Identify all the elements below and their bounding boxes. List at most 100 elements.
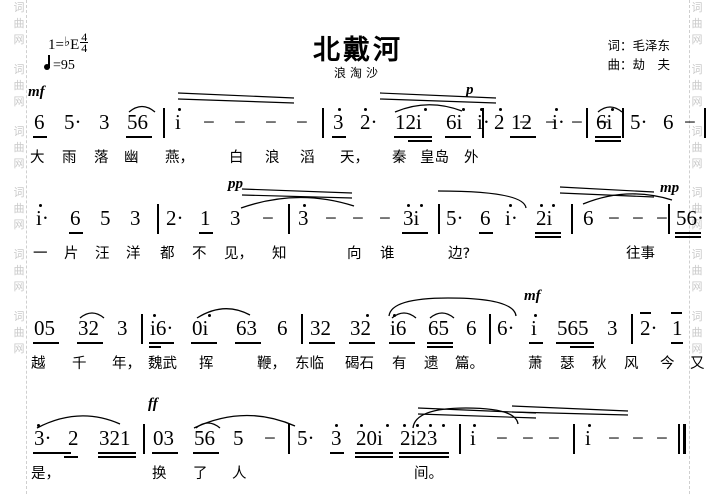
beam [33, 342, 59, 344]
lyric-syllable: 风 [624, 356, 639, 372]
watermark-char: 词 [13, 124, 25, 138]
lyric-syllable: 遗 [424, 356, 439, 372]
watermark-char: 曲 [13, 16, 25, 30]
dynamic-mf: mf [28, 84, 45, 100]
sustain-dash: − [608, 426, 620, 450]
barline [288, 204, 290, 234]
barline [141, 314, 143, 344]
lyric-syllable: 篇。 [455, 356, 484, 372]
note: i [585, 426, 591, 450]
lyric-syllable: 换 [152, 466, 167, 482]
final-barline [678, 424, 688, 454]
slur [128, 105, 156, 113]
watermark-char: 曲 [13, 264, 25, 278]
watermark-char: 网 [691, 156, 703, 170]
octave-dot [366, 314, 369, 317]
watermark-char: 词 [691, 310, 703, 324]
barline [482, 108, 484, 138]
barline [322, 108, 324, 138]
lyric-syllable: 鞭， [257, 356, 286, 372]
tempo-marking: =95 [44, 55, 75, 74]
lyric-syllable: 幽 [124, 150, 139, 166]
lyric-syllable: 是， [31, 466, 60, 482]
music-system-1-tail: i· 12 i· 6i 5· 6 − [0, 72, 716, 180]
beam [408, 140, 432, 142]
lyric-syllable: 落 [94, 150, 109, 166]
sustain-dash: − [203, 110, 215, 134]
note: 12 [511, 110, 532, 134]
beam [355, 452, 393, 454]
lyric-syllable: 间。 [414, 466, 443, 482]
note-row-3-tail [0, 312, 716, 352]
watermark-char: 词 [13, 1, 25, 14]
octave-dot [509, 204, 512, 207]
octave-dot [338, 108, 341, 111]
barline [573, 424, 575, 454]
octave-dot [208, 314, 211, 317]
note: 6 [663, 110, 674, 134]
beam [556, 342, 594, 344]
note: 3 [331, 426, 342, 450]
lyric-syllable: 不 [192, 246, 207, 262]
beam [675, 236, 701, 238]
sustain-dash: − [296, 110, 308, 134]
beam [479, 232, 493, 234]
slur [79, 312, 105, 319]
note: 5· [297, 426, 315, 450]
note: 6 [466, 316, 477, 340]
beam [64, 456, 78, 458]
note: 3 [298, 206, 309, 230]
watermark-char: 曲 [13, 140, 25, 154]
beam [330, 452, 344, 454]
watermark-block: 词曲网 [692, 309, 703, 357]
note: 3 [99, 110, 110, 134]
sustain-dash: − [548, 426, 560, 450]
watermark-char: 网 [13, 32, 25, 46]
slur [437, 190, 527, 209]
watermark-char: 词 [691, 186, 703, 200]
tenuto-bar [640, 312, 651, 314]
lyric-syllable: 千 [72, 356, 87, 372]
octave-dot [429, 424, 432, 427]
watermark-char: 曲 [691, 326, 703, 339]
lyric-syllable: 见， [224, 246, 253, 262]
sustain-dash: − [656, 426, 668, 450]
barline [163, 108, 165, 138]
sustain-dash: − [632, 426, 644, 450]
beam [389, 342, 415, 344]
octave-dot [540, 204, 543, 207]
beam [33, 452, 71, 454]
sustain-dash: − [522, 426, 534, 450]
note: 2 [494, 110, 505, 134]
sustain-dash: − [545, 110, 557, 134]
octave-dot [403, 424, 406, 427]
beam [394, 136, 432, 138]
barline [571, 204, 573, 234]
note: 6 [70, 206, 81, 230]
beam [98, 452, 136, 454]
lyric-syllable: 皇岛 [420, 150, 449, 166]
right-margin-divider [689, 0, 690, 494]
barline [586, 108, 588, 138]
lyric-syllable: 秦 [392, 150, 407, 166]
beam [445, 136, 471, 138]
watermark-char: 曲 [13, 78, 25, 92]
lyric-syllable: 年， [112, 356, 141, 372]
music-system-3-tail [0, 278, 716, 386]
octave-dot [407, 204, 410, 207]
beam [33, 136, 47, 138]
note: 321 [99, 426, 131, 450]
note: 2i [536, 206, 553, 230]
beam [595, 140, 621, 142]
sustain-dash: − [262, 206, 274, 230]
sustain-dash: − [234, 110, 246, 134]
note: 3 [230, 206, 241, 230]
sustain-dash: − [496, 426, 508, 450]
lyric-syllable: 瑟 [560, 356, 575, 372]
beam [510, 136, 536, 138]
watermark-char: 曲 [691, 16, 703, 30]
octave-dot [153, 314, 156, 317]
lyric-syllable: 天， [340, 150, 369, 166]
note: 56 [194, 426, 215, 450]
